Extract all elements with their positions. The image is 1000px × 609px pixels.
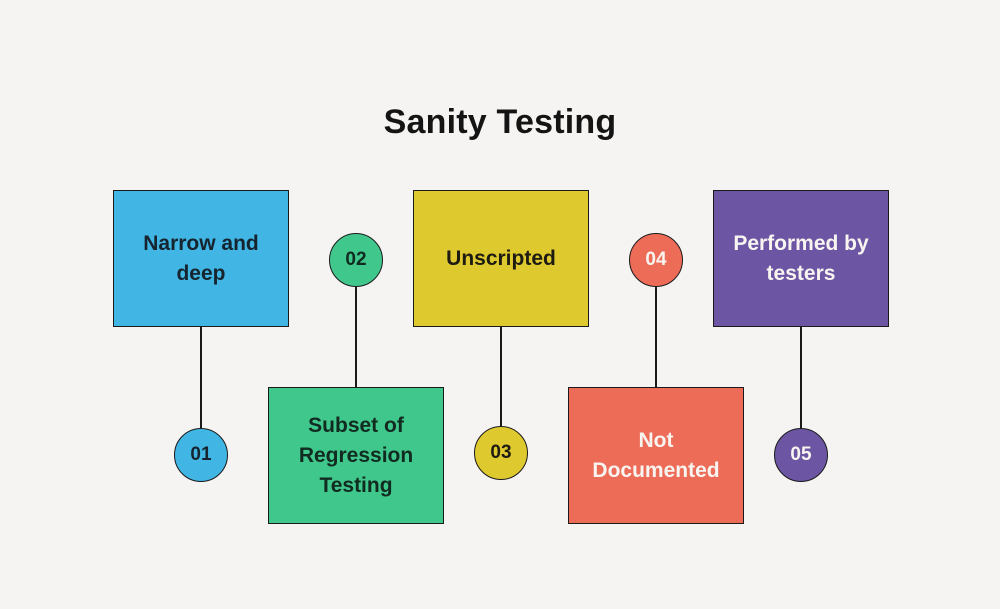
connector-line bbox=[355, 287, 357, 387]
info-box-subset-of-regression-testing: Subset of Regression Testing bbox=[268, 387, 444, 524]
number-badge-label: 05 bbox=[790, 444, 812, 465]
info-box-label: Performed by testers bbox=[733, 231, 869, 285]
diagram-title: Sanity Testing bbox=[383, 102, 617, 141]
number-badge-label: 01 bbox=[190, 444, 212, 465]
info-box-label: Unscripted bbox=[446, 246, 556, 270]
info-box-label: Narrow and deep bbox=[143, 231, 259, 285]
number-badge-label: 03 bbox=[490, 442, 512, 463]
info-box-label: Subset of Regression Testing bbox=[298, 413, 414, 497]
info-box-not-documented: Not Documented bbox=[568, 387, 744, 524]
number-badge-02: 02 bbox=[329, 233, 383, 287]
connector-line bbox=[800, 327, 802, 428]
info-box-unscripted: Unscripted bbox=[413, 190, 589, 327]
number-badge-03: 03 bbox=[474, 426, 528, 480]
connector-line bbox=[500, 327, 502, 426]
number-badge-04: 04 bbox=[629, 233, 683, 287]
number-badge-01: 01 bbox=[174, 428, 228, 482]
number-badge-label: 04 bbox=[645, 249, 667, 270]
info-box-narrow-and-deep: Narrow and deep bbox=[113, 190, 289, 327]
info-box-label: Not Documented bbox=[592, 428, 720, 482]
number-badge-05: 05 bbox=[774, 428, 828, 482]
connector-line bbox=[655, 287, 657, 387]
info-box-performed-by-testers: Performed by testers bbox=[713, 190, 889, 327]
connector-line bbox=[200, 327, 202, 428]
number-badge-label: 02 bbox=[345, 249, 367, 270]
